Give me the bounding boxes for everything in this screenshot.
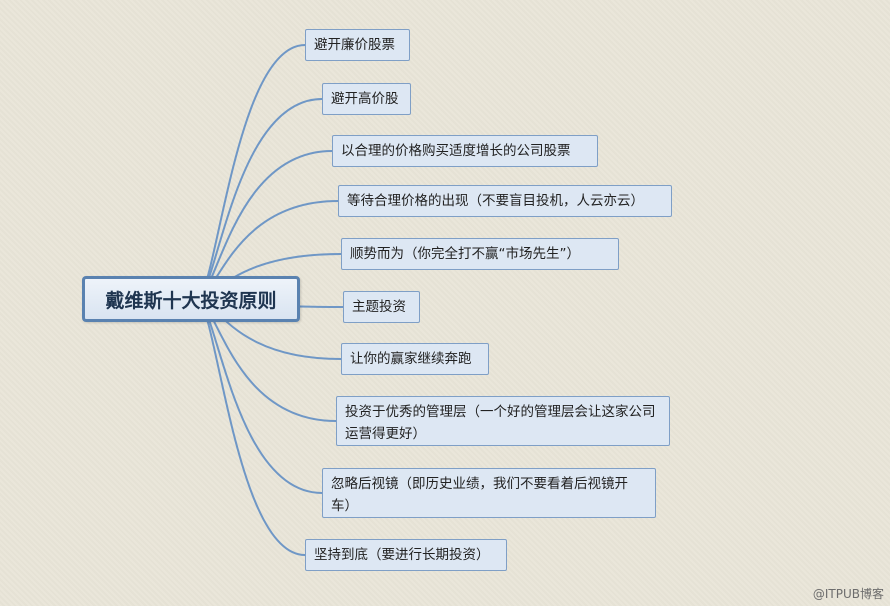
connector-1: [199, 44, 306, 300]
root-topic[interactable]: 戴维斯十大投资原则: [82, 276, 300, 322]
watermark: @ITPUB博客: [812, 587, 884, 601]
branch-node-5[interactable]: 顺势而为（你完全打不赢“市场先生”）: [341, 238, 619, 270]
connector-2: [199, 98, 323, 300]
branch-node-8[interactable]: 投资于优秀的管理层（一个好的管理层会让这家公司运营得更好）: [336, 396, 670, 446]
branch-node-4[interactable]: 等待合理价格的出现（不要盲目投机，人云亦云）: [338, 185, 672, 217]
branch-node-2[interactable]: 避开高价股: [322, 83, 411, 115]
branch-node-9[interactable]: 忽略后视镜（即历史业绩，我们不要看着后视镜开车）: [322, 468, 656, 518]
connector-10: [199, 298, 306, 556]
branch-node-3[interactable]: 以合理的价格购买适度增长的公司股票: [332, 135, 598, 167]
branch-node-7[interactable]: 让你的赢家继续奔跑: [341, 343, 489, 375]
branch-node-1[interactable]: 避开廉价股票: [305, 29, 410, 61]
branch-node-6[interactable]: 主题投资: [343, 291, 420, 323]
branch-node-10[interactable]: 坚持到底（要进行长期投资）: [305, 539, 507, 571]
